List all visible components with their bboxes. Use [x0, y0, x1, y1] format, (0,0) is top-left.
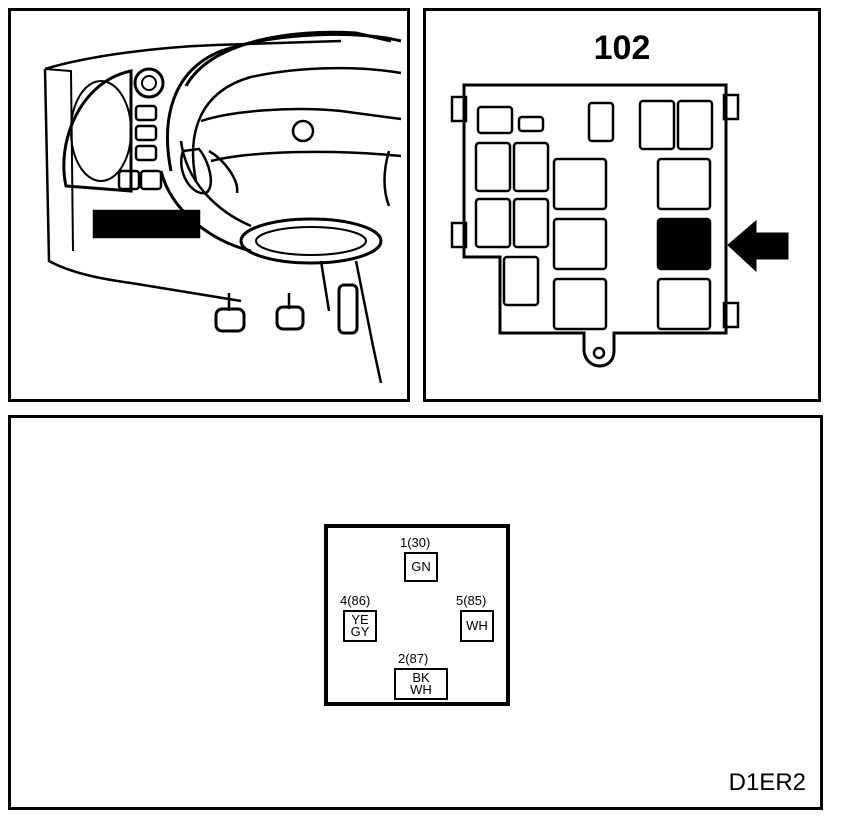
pin-terminal: YE GY: [343, 610, 377, 642]
pin-terminal: GN: [404, 552, 438, 582]
dashboard-location-panel: [8, 8, 410, 402]
relay-pinout-panel: 1(30) GN 4(86) YE GY 5(85) WH 2(87) BK W…: [8, 415, 823, 810]
fuse-box-number: 102: [593, 29, 651, 67]
pin-number-label: 2(87): [398, 651, 429, 666]
highlighted-relay: [656, 217, 712, 271]
relay-connector: 1(30) GN 4(86) YE GY 5(85) WH 2(87) BK W…: [324, 524, 510, 706]
fuse-box-panel: 102: [423, 8, 821, 402]
wire-color: WH: [466, 618, 488, 633]
pin-number-label: 1(30): [400, 535, 431, 550]
fuse-box-illustration: [450, 83, 789, 368]
wire-color: YE: [351, 612, 369, 627]
dashboard-illustration: [43, 30, 402, 384]
wire-color: GN: [411, 559, 431, 574]
pin-number-label: 4(86): [340, 593, 371, 608]
pin-number-label: 5(85): [456, 593, 487, 608]
fuse-box-location-marker: [92, 209, 201, 239]
pin-terminal: BK WH: [394, 668, 448, 700]
pointer-arrow: [727, 219, 789, 273]
pin-terminal: WH: [460, 610, 494, 642]
wire-color: GY: [350, 624, 370, 639]
figure-code: D1ER2: [728, 769, 806, 796]
wire-color: BK: [412, 670, 430, 685]
wire-color: WH: [410, 682, 432, 697]
